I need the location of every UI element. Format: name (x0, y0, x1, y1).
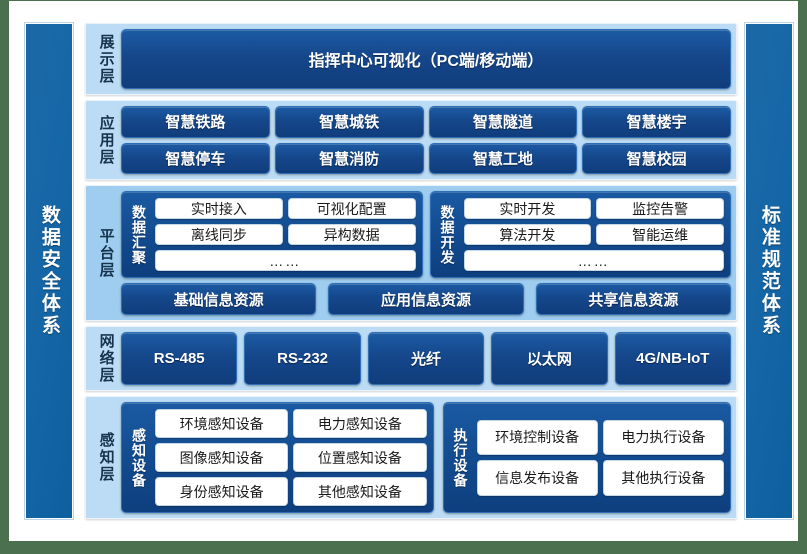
layer-display-label: 展示层 (97, 33, 115, 85)
sensing-group-0-row-0: 环境感知设备 电力感知设备 (155, 409, 427, 438)
layer-sensing: 感知层 感知设备 环境感知设备 电力感知设备 (85, 396, 737, 519)
sensor-position[interactable]: 位置感知设备 (293, 443, 427, 472)
sensor-identity[interactable]: 身份感知设备 (155, 477, 289, 506)
app-item-smart-metro[interactable]: 智慧城铁 (274, 106, 424, 138)
pillar-standard-spec: 标准规范体系 (745, 23, 793, 519)
layer-sensing-body: 感知设备 环境感知设备 电力感知设备 图像感知设备 位置感知设备 (121, 402, 731, 513)
sensing-group-sensors: 感知设备 环境感知设备 电力感知设备 图像感知设备 位置感知设备 (121, 402, 434, 513)
platform-cell-more-1[interactable]: …… (463, 250, 724, 271)
actuator-other[interactable]: 其他执行设备 (602, 460, 724, 496)
layer-application-label: 应用层 (97, 114, 115, 166)
platform-group-0-cells: 实时接入 可视化配置 离线同步 异构数据 …… (155, 198, 416, 271)
sensing-group-actuators: 执行设备 环境控制设备 电力执行设备 信息发布设备 其他执行设备 (442, 402, 731, 513)
sensing-group-1-cells: 环境控制设备 电力执行设备 信息发布设备 其他执行设备 (476, 419, 724, 496)
sensing-groups: 感知设备 环境感知设备 电力感知设备 图像感知设备 位置感知设备 (121, 402, 731, 513)
sensor-other[interactable]: 其他感知设备 (293, 477, 427, 506)
platform-cell-realtime-dev[interactable]: 实时开发 (463, 198, 592, 219)
sensing-group-1-row-1: 信息发布设备 其他执行设备 (476, 460, 724, 496)
layer-sensing-label: 感知层 (97, 432, 115, 483)
sensing-group-1-title-wrap: 执行设备 (450, 420, 472, 496)
platform-group-data-development: 数据开发 实时开发 监控告警 算法开发 智能运维 (429, 191, 731, 278)
layer-stack: 展示层 指挥中心可视化（PC端/移动端） 应用层 智慧铁路 智慧城铁 智慧隧道 … (85, 23, 737, 519)
layer-sensing-label-wrap: 感知层 (91, 402, 121, 513)
sensing-group-1-title: 执行设备 (452, 427, 469, 488)
platform-group-0-title-wrap: 数据汇聚 (128, 198, 150, 271)
resource-basic-info[interactable]: 基础信息资源 (121, 283, 317, 315)
platform-group-1-row-0: 实时开发 监控告警 (463, 198, 724, 219)
platform-group-1-cells: 实时开发 监控告警 算法开发 智能运维 …… (463, 198, 724, 271)
layer-platform-body: 数据汇聚 实时接入 可视化配置 离线同步 异构数据 (121, 191, 731, 315)
sensor-image[interactable]: 图像感知设备 (155, 443, 289, 472)
app-item-smart-building[interactable]: 智慧楼宇 (582, 106, 731, 138)
display-banner[interactable]: 指挥中心可视化（PC端/移动端） (121, 29, 731, 89)
layer-platform-label: 平台层 (97, 227, 115, 279)
layer-application-label-wrap: 应用层 (91, 106, 121, 174)
sensing-group-0-title: 感知设备 (131, 427, 148, 488)
actuator-info-release[interactable]: 信息发布设备 (476, 460, 598, 496)
network-item-ethernet[interactable]: 以太网 (491, 332, 608, 385)
app-item-smart-fire[interactable]: 智慧消防 (274, 142, 424, 174)
layer-platform: 平台层 数据汇聚 实时接入 可视化配置 (85, 185, 737, 321)
app-item-smart-worksite[interactable]: 智慧工地 (428, 142, 578, 174)
platform-group-1-row-1: 算法开发 智能运维 (463, 224, 724, 245)
app-item-smart-railway[interactable]: 智慧铁路 (121, 106, 270, 138)
app-item-smart-tunnel[interactable]: 智慧隧道 (428, 106, 578, 138)
sensing-group-0-row-1: 图像感知设备 位置感知设备 (155, 443, 427, 472)
platform-group-data-aggregation: 数据汇聚 实时接入 可视化配置 离线同步 异构数据 (121, 191, 423, 278)
layer-network-body: RS-485 RS-232 光纤 以太网 4G/NB-IoT (121, 332, 731, 385)
platform-groups: 数据汇聚 实时接入 可视化配置 离线同步 异构数据 (121, 191, 731, 278)
layer-network-label-wrap: 网络层 (91, 332, 121, 385)
sensing-group-0-cells: 环境感知设备 电力感知设备 图像感知设备 位置感知设备 身份感知设备 其他感知设… (155, 409, 427, 506)
sensing-group-0-title-wrap: 感知设备 (128, 409, 150, 506)
platform-cell-monitor-alarm[interactable]: 监控告警 (596, 198, 724, 219)
resource-shared-info[interactable]: 共享信息资源 (535, 283, 731, 315)
platform-cell-smart-ops[interactable]: 智能运维 (596, 224, 724, 245)
platform-cell-more-0[interactable]: …… (155, 250, 416, 271)
network-item-rs485[interactable]: RS-485 (121, 332, 238, 385)
sensor-power[interactable]: 电力感知设备 (293, 409, 427, 438)
platform-cell-algorithm-dev[interactable]: 算法开发 (463, 224, 592, 245)
network-grid: RS-485 RS-232 光纤 以太网 4G/NB-IoT (121, 332, 731, 385)
platform-group-0-row-0: 实时接入 可视化配置 (155, 198, 416, 219)
layer-application: 应用层 智慧铁路 智慧城铁 智慧隧道 智慧楼宇 智慧停车 智慧消防 智慧工地 智… (85, 100, 737, 180)
network-item-4g-nbiot[interactable]: 4G/NB-IoT (614, 332, 731, 385)
platform-group-0-title: 数据汇聚 (131, 204, 148, 265)
platform-cell-visual-config[interactable]: 可视化配置 (287, 198, 416, 219)
app-item-smart-parking[interactable]: 智慧停车 (121, 142, 270, 174)
sensor-environment[interactable]: 环境感知设备 (155, 409, 289, 438)
layer-network: 网络层 RS-485 RS-232 光纤 以太网 4G/NB-IoT (85, 326, 737, 391)
pillar-right-label: 标准规范体系 (758, 205, 780, 337)
layer-display-body: 指挥中心可视化（PC端/移动端） (121, 29, 731, 89)
layer-platform-label-wrap: 平台层 (91, 191, 121, 315)
platform-cell-hetero-data[interactable]: 异构数据 (287, 224, 416, 245)
platform-group-0-row-1: 离线同步 异构数据 (155, 224, 416, 245)
network-item-rs232[interactable]: RS-232 (244, 332, 361, 385)
platform-cell-realtime-access[interactable]: 实时接入 (155, 198, 283, 219)
pillar-left-label: 数据安全体系 (38, 205, 60, 337)
app-item-smart-campus[interactable]: 智慧校园 (582, 142, 731, 174)
actuator-power[interactable]: 电力执行设备 (602, 419, 724, 455)
resource-app-info[interactable]: 应用信息资源 (328, 283, 524, 315)
sensing-group-1-row-0: 环境控制设备 电力执行设备 (476, 419, 724, 455)
platform-group-0-row-2: …… (155, 250, 416, 271)
platform-group-1-title: 数据开发 (439, 204, 456, 265)
platform-group-1-row-2: …… (463, 250, 724, 271)
platform-cell-offline-sync[interactable]: 离线同步 (155, 224, 283, 245)
network-item-fiber[interactable]: 光纤 (367, 332, 485, 385)
platform-resources: 基础信息资源 应用信息资源 共享信息资源 (121, 283, 731, 315)
platform-group-1-title-wrap: 数据开发 (437, 198, 459, 271)
layer-application-body: 智慧铁路 智慧城铁 智慧隧道 智慧楼宇 智慧停车 智慧消防 智慧工地 智慧校园 (121, 106, 731, 174)
pillar-data-security: 数据安全体系 (25, 23, 73, 519)
application-grid: 智慧铁路 智慧城铁 智慧隧道 智慧楼宇 智慧停车 智慧消防 智慧工地 智慧校园 (121, 106, 731, 174)
sensing-group-0-row-2: 身份感知设备 其他感知设备 (155, 477, 427, 506)
diagram-card: 数据安全体系 标准规范体系 展示层 指挥中心可视化（PC端/移动端） 应用层 (9, 1, 798, 541)
layer-display: 展示层 指挥中心可视化（PC端/移动端） (85, 23, 737, 95)
layer-display-label-wrap: 展示层 (91, 29, 121, 89)
layer-network-label: 网络层 (97, 333, 115, 384)
actuator-environment-control[interactable]: 环境控制设备 (476, 419, 598, 455)
